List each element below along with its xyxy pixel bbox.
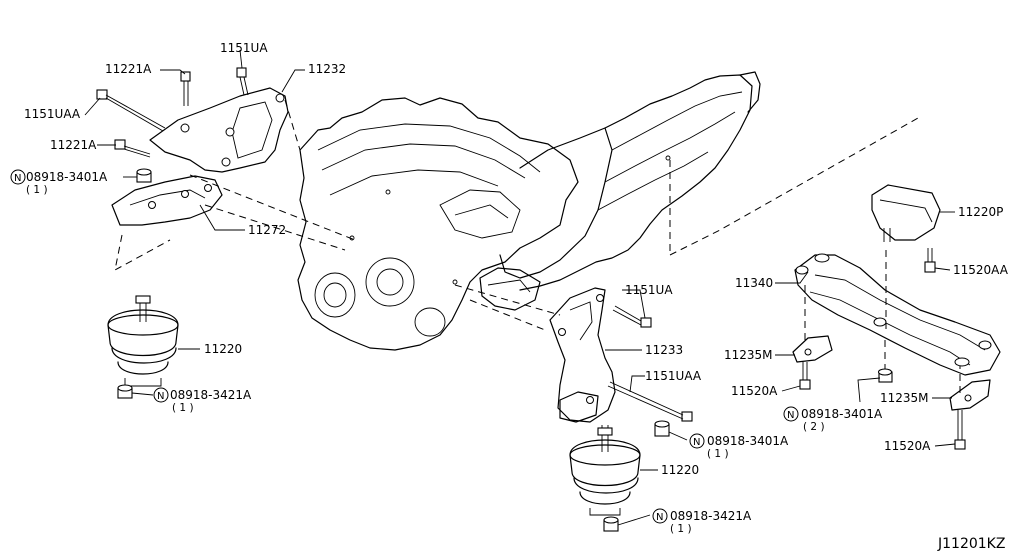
callout-11235m-right: 11235M [880, 391, 929, 405]
callout-11520aa: 11520AA [953, 263, 1009, 277]
callout-11272: 11272 [248, 223, 286, 237]
plate-11235m-left [792, 335, 833, 363]
qty-08918-3401a-right: ( 2 ) [803, 421, 825, 433]
callout-11232: 11232 [308, 62, 346, 76]
nut-08918-3421a-center [603, 516, 619, 532]
diagram-id: J11201KZ [937, 536, 1005, 552]
reference-lines [114, 99, 961, 395]
nut-08918-3401a-right [878, 368, 893, 383]
nut-08918-3421a-left [117, 384, 133, 399]
circled-n-letter: N [693, 437, 700, 448]
bolt-1151ua-center [612, 305, 652, 328]
callout-1151ua-top: 1151UA [220, 41, 268, 55]
callout-11520a-right: 11520A [884, 439, 931, 453]
plate-11235m-right [949, 379, 991, 411]
bolt-1151uaa-left [96, 89, 166, 132]
callout-08918-3421a-left: 08918-3421A [170, 388, 252, 402]
qty-08918-3421a-center: ( 1 ) [670, 523, 692, 535]
callout-11220-left: 11220 [204, 342, 242, 356]
qty-08918-3401a-left: ( 1 ) [26, 184, 48, 196]
callout-11221a-mid: 11221A [50, 138, 97, 152]
circled-n-letter: N [656, 512, 663, 523]
bracket-11232 [149, 87, 289, 173]
circled-n-marker [652, 508, 668, 524]
nut-08918-3401a-left [136, 168, 152, 183]
circled-n-letter: N [14, 173, 21, 184]
crossmember-11340 [794, 253, 1001, 376]
qty-08918-3421a-left: ( 1 ) [172, 402, 194, 414]
callout-08918-3401a-center: 08918-3401A [707, 434, 789, 448]
callout-1151ua-center: 1151UA [625, 283, 673, 297]
circled-n-marker [783, 406, 799, 422]
bracket-11233 [549, 287, 616, 423]
circled-n-marker [153, 387, 169, 403]
bolt-1151uaa-center [607, 381, 693, 422]
callout-11233: 11233 [645, 343, 683, 357]
callout-08918-3401a-right: 08918-3401A [801, 407, 883, 421]
circled-n-marker [689, 433, 705, 449]
bolt-11520aa [924, 248, 936, 273]
circled-n-letter: N [157, 391, 164, 402]
leader-lines [84, 49, 956, 526]
callout-11235m-left: 11235M [724, 348, 773, 362]
circled-n-letter: N [787, 410, 794, 421]
bolt-11520a-right [954, 410, 966, 450]
callout-1151uaa-center: 1151UAA [645, 369, 702, 383]
bolt-11221a-top [180, 71, 191, 106]
callout-11220p: 11220P [958, 205, 1003, 219]
nut-08918-3401a-center [654, 420, 670, 437]
insulator-11220-center [569, 425, 641, 516]
bolt-1151ua-top [236, 67, 249, 96]
callout-08918-3401a-left: 08918-3401A [26, 170, 108, 184]
callout-11520a-left: 11520A [731, 384, 778, 398]
callout-11221a-top: 11221A [105, 62, 152, 76]
callout-1151uaa-left: 1151UAA [24, 107, 81, 121]
callout-11220-center: 11220 [661, 463, 699, 477]
bolt-11221a-mid [114, 139, 151, 158]
bracket-11272 [111, 175, 223, 226]
qty-08918-3401a-center: ( 1 ) [707, 448, 729, 460]
insulator-11220p [871, 184, 941, 242]
insulator-11220-left [107, 295, 179, 387]
engine-transmission-assembly [297, 71, 761, 351]
callout-labels: 11221A 1151UA 11232 1151UAA 11221A N 089… [10, 41, 1009, 552]
circled-n-marker [10, 169, 26, 185]
bolt-11520a-left [799, 362, 811, 390]
callout-08918-3421a-center: 08918-3421A [670, 509, 752, 523]
callout-11340: 11340 [735, 276, 773, 290]
